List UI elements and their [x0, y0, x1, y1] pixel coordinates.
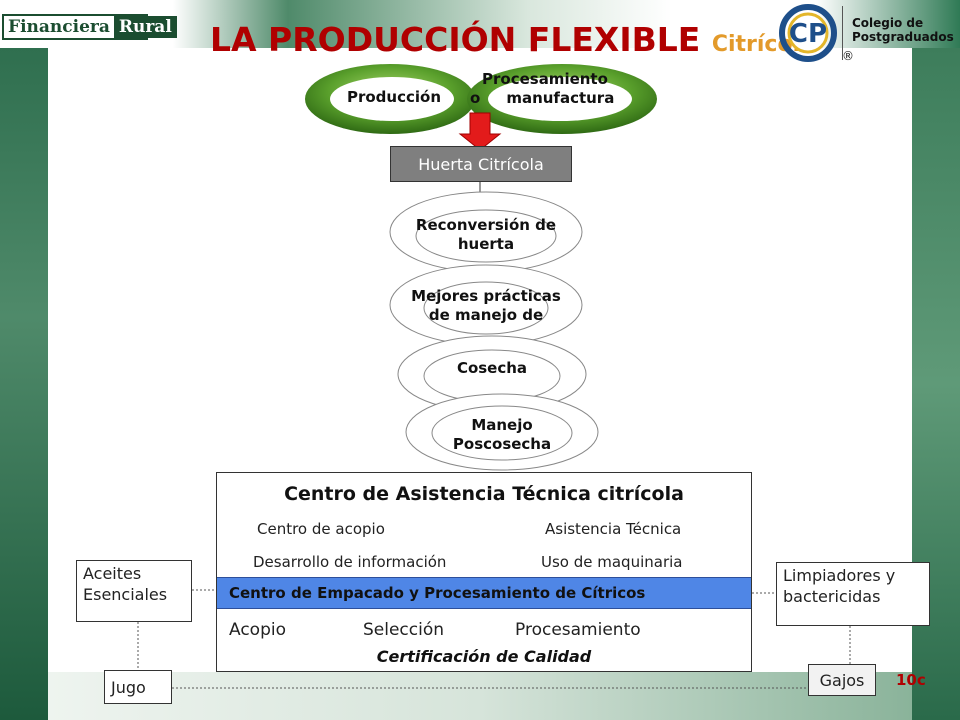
- processing-label: Procesamiento o manufactura: [470, 70, 640, 108]
- colegio-postgraduados-logo: CP ®: [779, 4, 854, 63]
- processing-label-line1: Procesamiento: [482, 70, 608, 88]
- stage-ring-inner-4: [431, 405, 573, 461]
- slide-title: LA PRODUCCIÓN FLEXIBLE Citrícola: [210, 20, 815, 59]
- logo-mark: CP: [789, 19, 827, 49]
- cleaners-line1: Limpiadores y: [783, 566, 896, 585]
- stage-label-1: Reconversión de huerta: [396, 216, 576, 254]
- production-label: Producción: [346, 88, 442, 106]
- left-green-band: [0, 48, 48, 720]
- stage-label-2-line1: Mejores prácticas: [411, 287, 561, 305]
- bottom-gradient-band: [48, 672, 912, 720]
- orchard-box: Huerta Citrícola: [390, 146, 572, 182]
- cleaners-box: Limpiadores y bactericidas: [776, 562, 930, 626]
- center-item-acopio: Centro de acopio: [257, 520, 385, 538]
- quality-certification: Certificación de Calidad: [376, 647, 592, 666]
- processing-label-o: o: [470, 89, 481, 107]
- essential-oils-box: Aceites Esenciales: [76, 560, 192, 622]
- essential-oils-line2: Esenciales: [83, 585, 168, 604]
- stage-label-4-line2: Poscosecha: [452, 435, 552, 453]
- center-item-asistencia: Asistencia Técnica: [545, 520, 682, 538]
- step-procesamiento: Procesamiento: [515, 620, 641, 640]
- financiera-rural-logo: Financiera Rural: [2, 14, 177, 40]
- institution-line2: Postgraduados: [852, 30, 954, 44]
- segments-box: Gajos: [808, 664, 876, 696]
- technical-assistance-center: Centro de Asistencia Técnica citrícola C…: [216, 472, 752, 672]
- stage-label-4-line1: Manejo: [471, 416, 533, 434]
- stage-label-1-line1: Reconversión de: [415, 216, 557, 234]
- stage-label-3: Cosecha: [456, 359, 528, 377]
- brand-part1: Financiera: [8, 17, 110, 37]
- stage-label-2-line2: de manejo de: [428, 306, 544, 324]
- stage-label-2: Mejores prácticas de manejo de: [396, 287, 576, 325]
- logo-divider: [842, 6, 843, 60]
- stage-ring-inner-2: [423, 281, 549, 335]
- step-acopio: Acopio: [229, 620, 286, 640]
- center-item-informacion: Desarrollo de información: [253, 553, 447, 571]
- institution-line1: Colegio de: [852, 16, 924, 30]
- brand-part2: Rural: [113, 16, 177, 38]
- stage-label-1-line2: huerta: [457, 235, 515, 253]
- juice-box: Jugo: [104, 670, 172, 704]
- cleaners-line2: bactericidas: [783, 587, 881, 606]
- title-main: LA PRODUCCIÓN FLEXIBLE: [210, 20, 701, 59]
- stage-ring-inner-1: [415, 209, 557, 263]
- down-arrow-icon: [458, 112, 502, 151]
- processing-label-line2: manufactura: [506, 89, 615, 107]
- step-seleccion: Selección: [363, 620, 445, 640]
- registered-mark: ®: [842, 49, 854, 63]
- stage-label-4: Manejo Poscosecha: [412, 416, 592, 454]
- center-title: Centro de Asistencia Técnica citrícola: [284, 483, 684, 505]
- essential-oils-line1: Aceites: [83, 564, 142, 583]
- packing-center-band: Centro de Empacado y Procesamiento de Cí…: [217, 577, 751, 609]
- slide-number-tag: 10c: [896, 671, 926, 689]
- processing-ring-inner: [488, 77, 632, 121]
- production-ring-inner: [330, 77, 454, 121]
- institution-name: Colegio de Postgraduados: [852, 16, 954, 44]
- center-item-maquinaria: Uso de maquinaria: [541, 553, 683, 571]
